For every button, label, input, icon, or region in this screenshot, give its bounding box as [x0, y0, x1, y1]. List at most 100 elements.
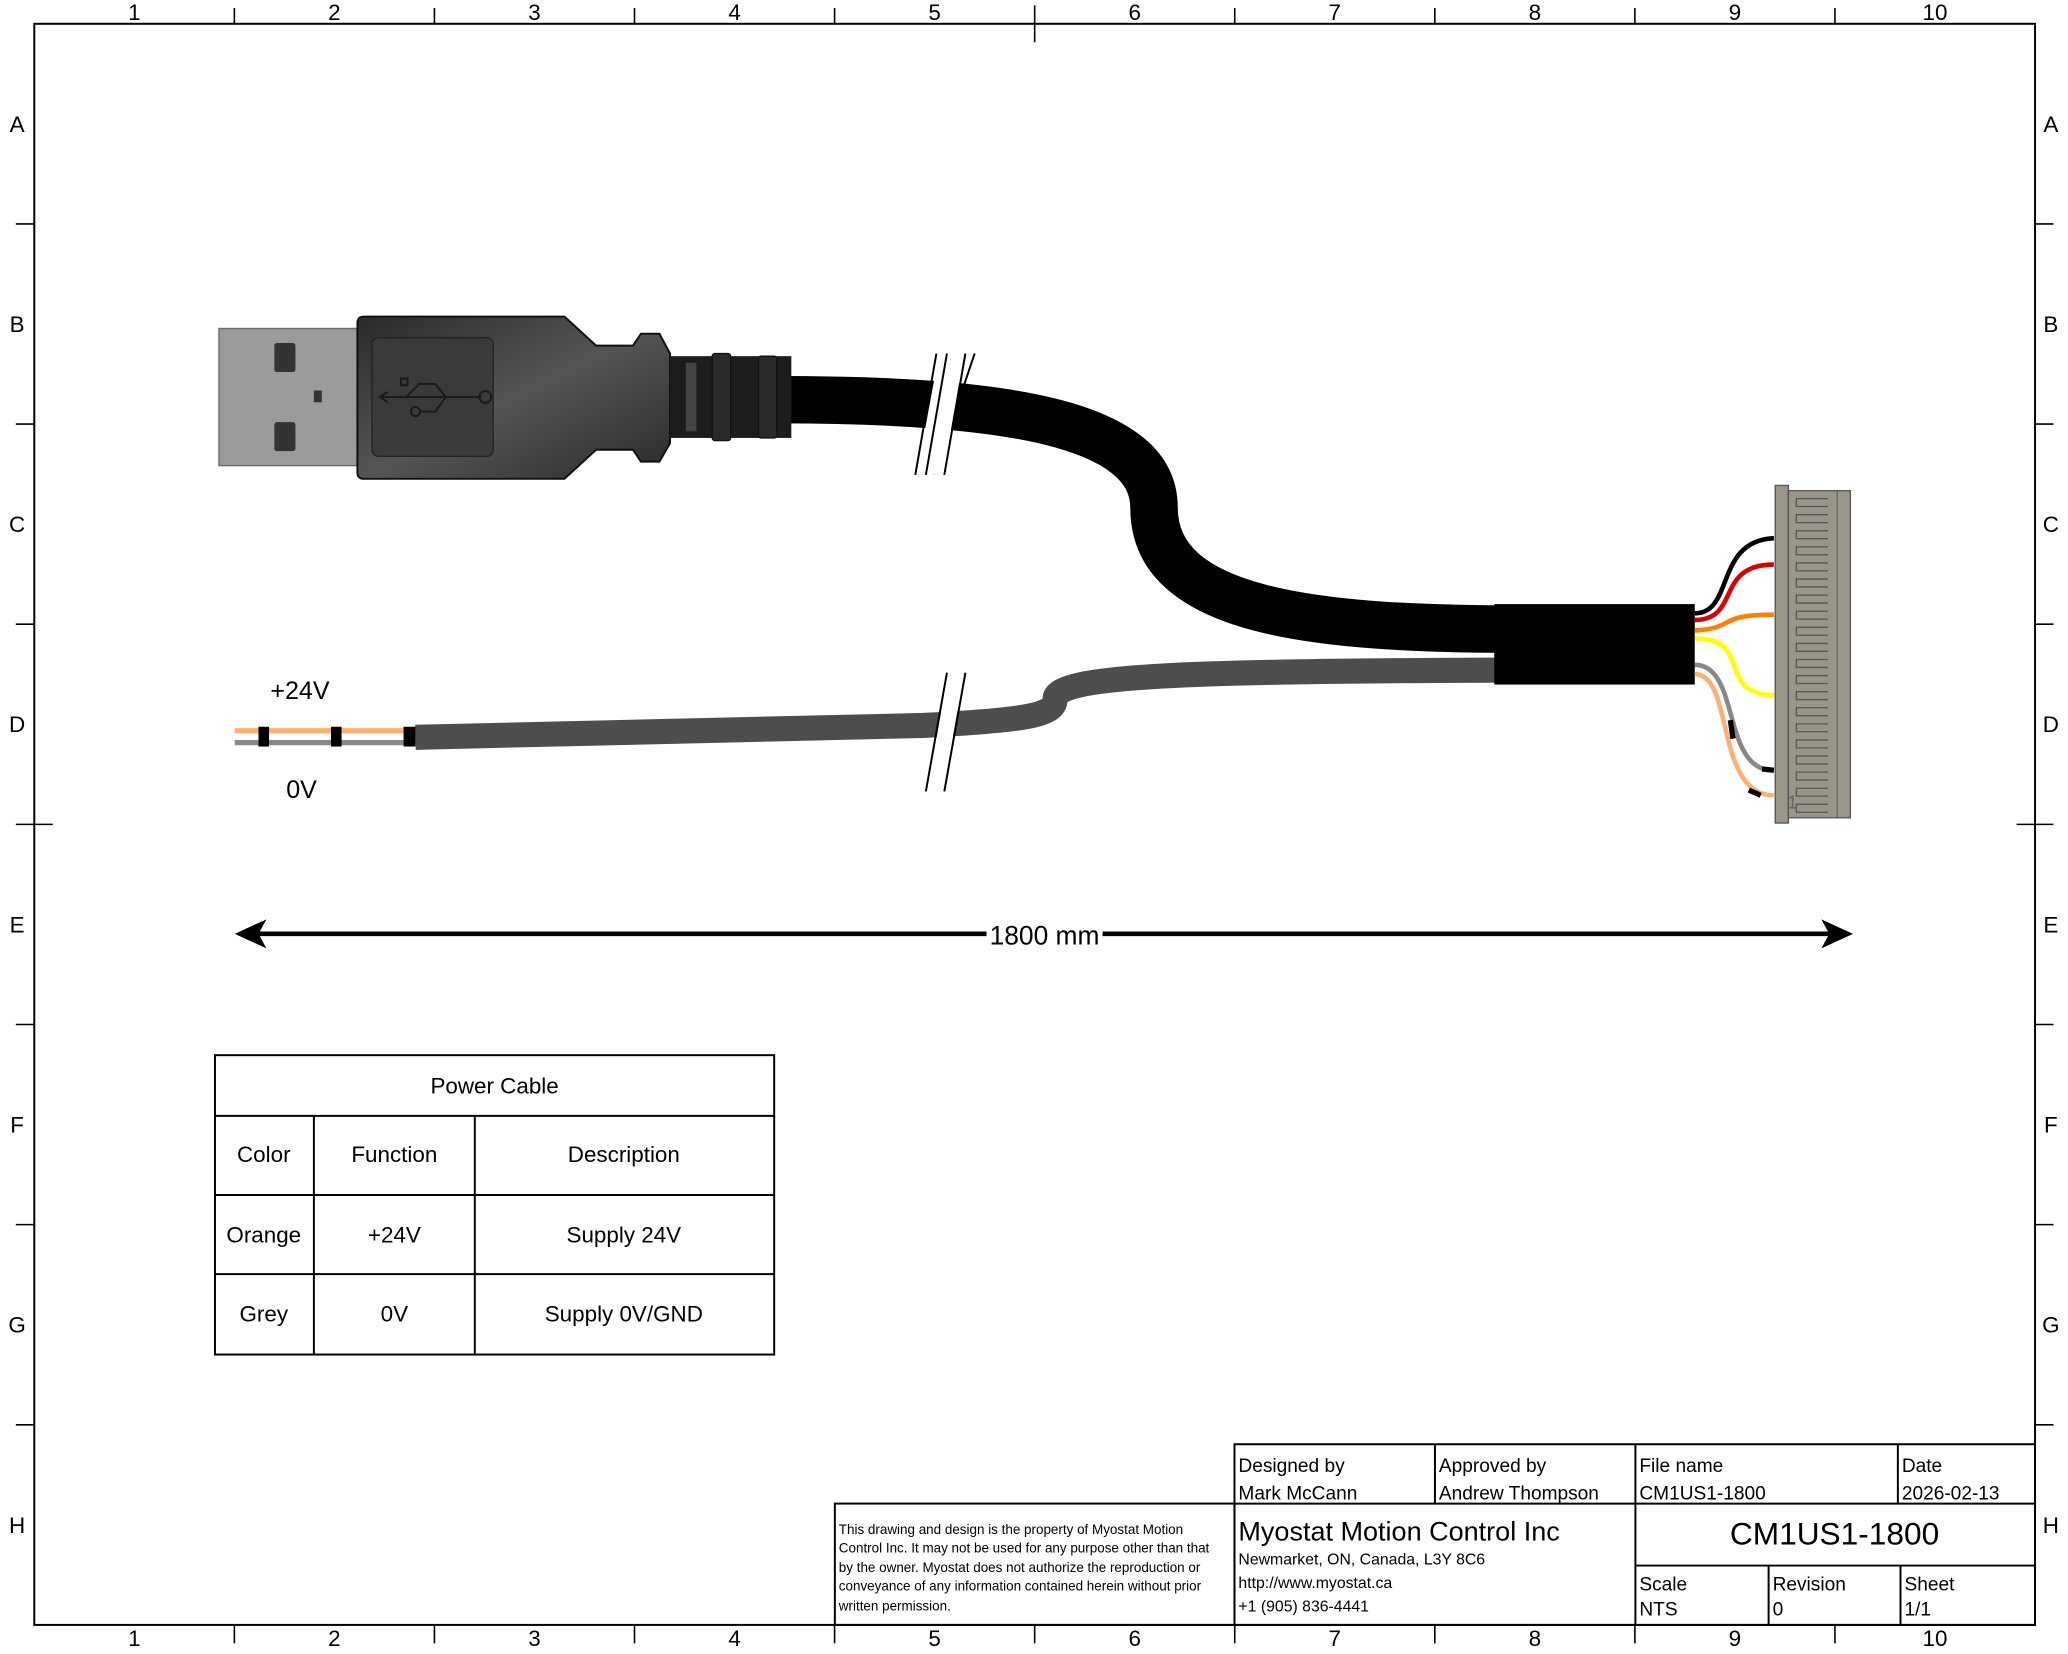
heatshrink-sleeve	[1494, 604, 1695, 685]
column-marker: 6	[1128, 0, 1140, 25]
row-marker: A	[2043, 112, 2058, 137]
connector-tooth	[1795, 578, 1828, 588]
column-marker: 1	[128, 1626, 140, 1651]
connector-tooth	[1795, 562, 1828, 572]
table-cell: +24V	[368, 1222, 421, 1247]
column-marker: 3	[528, 1626, 540, 1651]
table-cell: Supply 24V	[567, 1222, 682, 1247]
column-marker: 2	[328, 1626, 340, 1651]
approved-by: Andrew Thompson	[1439, 1484, 1599, 1505]
table-header-color: Color	[237, 1142, 291, 1167]
cable-break-marks	[914, 352, 976, 793]
connector-tooth	[1795, 530, 1828, 540]
usb-icon	[378, 377, 493, 418]
connector-tooth	[1795, 642, 1828, 652]
revision: 0	[1773, 1600, 1784, 1621]
column-marker: 5	[928, 0, 940, 25]
column-marker: 8	[1529, 0, 1541, 25]
label-0v: 0V	[286, 776, 317, 804]
row-marker: D	[9, 712, 25, 737]
row-marker: C	[2043, 512, 2059, 537]
column-marker: 4	[728, 0, 740, 25]
revision-label: Revision	[1773, 1575, 1846, 1596]
row-marker: B	[2043, 312, 2058, 337]
file-name: CM1US1-1800	[1639, 1484, 1765, 1505]
column-marker: 2	[328, 0, 340, 25]
column-marker: 10	[1923, 0, 1948, 25]
column-marker: 5	[928, 1626, 940, 1651]
sheet: 1/1	[1904, 1600, 1931, 1621]
connector-tooth	[1795, 674, 1828, 685]
table-header-function: Function	[351, 1142, 437, 1167]
label-plus-24v: +24V	[270, 677, 329, 705]
table-cell: 0V	[381, 1302, 408, 1327]
connector-tooth	[1795, 723, 1828, 733]
column-marker: 4	[728, 1626, 740, 1651]
sheet-label: Sheet	[1904, 1575, 1955, 1596]
length-value: 1800 mm	[990, 920, 1100, 950]
row-marker: H	[9, 1513, 25, 1538]
connector-tooth	[1795, 771, 1828, 781]
row-marker: F	[10, 1112, 24, 1137]
connector-tooth	[1795, 497, 1828, 508]
usb-cable	[778, 375, 1504, 653]
company-address: Newmarket, ON, Canada, L3Y 8C6	[1238, 1551, 1485, 1568]
connector-tooth	[1795, 626, 1828, 636]
disclaimer-line: written permission.	[838, 1598, 951, 1613]
designed-by: Mark McCann	[1238, 1484, 1357, 1505]
column-marker: 9	[1729, 1626, 1741, 1651]
title-block	[833, 1443, 2037, 1626]
scale: NTS	[1639, 1600, 1677, 1621]
row-marker: B	[10, 312, 25, 337]
table-title: Power Cable	[430, 1073, 558, 1098]
connector-tooth	[1795, 658, 1828, 669]
connector-tooth	[1795, 546, 1828, 556]
power-cable	[415, 657, 1504, 750]
connector-tooth	[1795, 594, 1828, 604]
column-marker: 10	[1923, 1626, 1948, 1651]
column-marker: 9	[1729, 0, 1741, 25]
company-phone: +1 (905) 836-4441	[1238, 1599, 1369, 1616]
connector-tooth	[1795, 787, 1828, 797]
column-marker: 8	[1529, 1626, 1541, 1651]
connector-tooth	[1795, 707, 1828, 717]
ribbon-connector: 1	[1774, 484, 1852, 824]
row-marker: F	[2044, 1112, 2058, 1137]
row-marker: G	[2042, 1313, 2059, 1338]
date: 2026-02-13	[1902, 1484, 2000, 1505]
column-marker: 3	[528, 0, 540, 25]
row-marker: C	[9, 512, 25, 537]
date-label: Date	[1902, 1456, 1942, 1477]
connector-tooth	[1795, 739, 1828, 749]
usb-a-plug	[218, 315, 792, 480]
table-header-description: Description	[568, 1142, 680, 1167]
approved-by-label: Approved by	[1439, 1456, 1547, 1477]
column-marker: 1	[128, 0, 140, 25]
row-marker: E	[10, 912, 25, 937]
length-dimension: 1800 mm	[234, 919, 1854, 950]
file-name-label: File name	[1639, 1456, 1723, 1477]
connector-tooth	[1795, 803, 1828, 813]
power-wires	[234, 726, 416, 747]
disclaimer-line: This drawing and design is the property …	[839, 1522, 1183, 1537]
connector-wires	[1694, 535, 1775, 798]
row-marker: D	[2043, 712, 2059, 737]
pin-1-label: 1	[1787, 792, 1797, 813]
column-marker: 7	[1329, 1626, 1341, 1651]
row-marker: E	[2043, 912, 2058, 937]
connector-tooth	[1795, 610, 1828, 620]
row-marker: A	[10, 112, 25, 137]
table-cell: Orange	[226, 1222, 301, 1247]
row-marker: G	[8, 1313, 25, 1338]
scale-label: Scale	[1639, 1575, 1687, 1596]
power-cable-table	[213, 1054, 776, 1356]
table-cell: Grey	[239, 1302, 288, 1327]
company-name: Myostat Motion Control Inc	[1238, 1517, 1559, 1547]
drawing-frame	[33, 22, 2037, 1626]
column-marker: 7	[1329, 0, 1341, 25]
connector-tooth	[1795, 755, 1828, 765]
disclaimer-line: by the owner. Myostat does not authorize…	[839, 1560, 1201, 1575]
connector-tooth	[1795, 514, 1828, 524]
